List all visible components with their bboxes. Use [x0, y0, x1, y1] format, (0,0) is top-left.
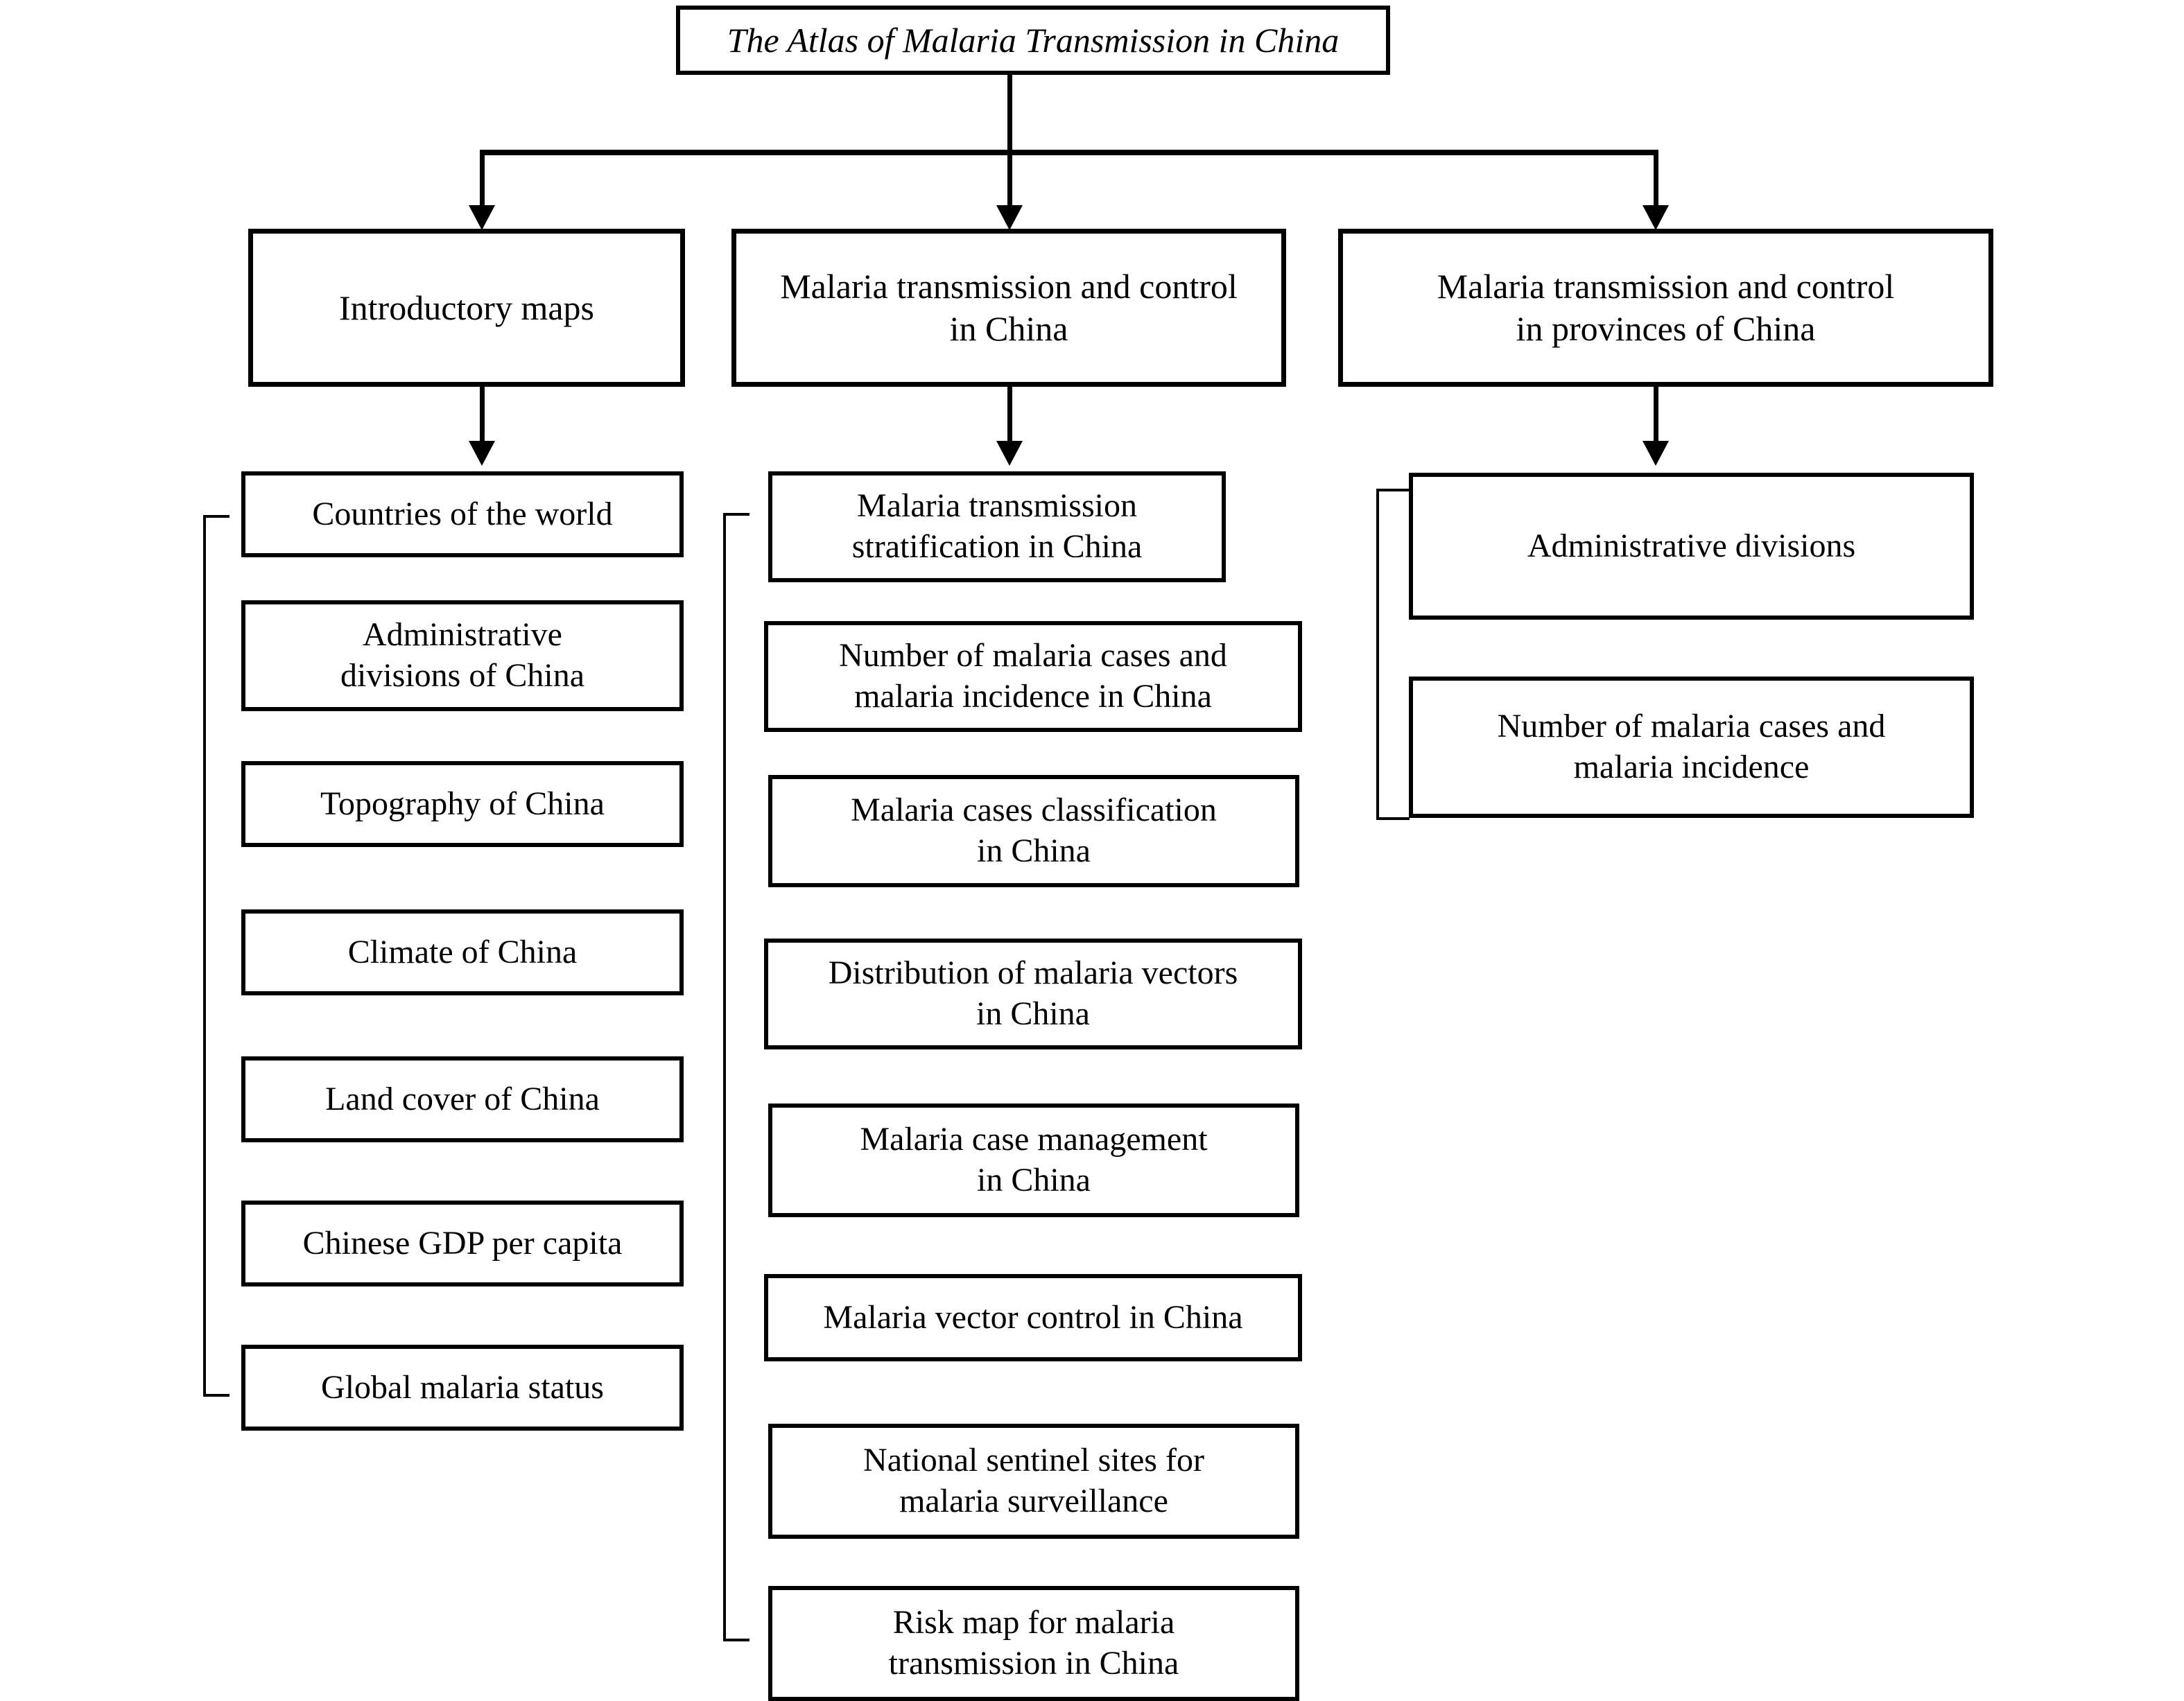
- connector-provinces-to-children: [1654, 387, 1658, 448]
- group-bracket-transmission-control-provinces: [1376, 489, 1410, 820]
- arrowhead-transmission-children: [996, 441, 1023, 466]
- connector-drop-branch-3: [1654, 150, 1658, 213]
- group-bracket-introductory-maps: [203, 515, 229, 1397]
- leaf-node-administrative-divisions[interactable]: Administrative divisions: [1409, 473, 1974, 620]
- connector-drop-branch-2: [1007, 150, 1012, 213]
- leaf-node-number-of-cases-and-incidence-china[interactable]: Number of malaria cases and malaria inci…: [764, 621, 1302, 732]
- leaf-node-malaria-transmission-stratification[interactable]: Malaria transmission stratification in C…: [768, 471, 1226, 582]
- arrowhead-branch-3: [1643, 205, 1669, 230]
- leaf-node-risk-map-for-malaria-transmission[interactable]: Risk map for malaria transmission in Chi…: [768, 1586, 1299, 1701]
- leaf-node-land-cover-of-china[interactable]: Land cover of China: [241, 1056, 684, 1142]
- connector-distribution-bar: [480, 150, 1658, 155]
- branch-node-introductory-maps[interactable]: Introductory maps: [248, 229, 685, 387]
- branch-node-malaria-transmission-control-provinces[interactable]: Malaria transmission and control in prov…: [1338, 229, 1993, 387]
- leaf-node-climate-of-china[interactable]: Climate of China: [241, 909, 684, 995]
- branch-node-malaria-transmission-control-china[interactable]: Malaria transmission and control in Chin…: [731, 229, 1286, 387]
- arrowhead-branch-2: [996, 205, 1023, 230]
- arrowhead-branch-1: [469, 205, 495, 230]
- leaf-node-malaria-vector-control[interactable]: Malaria vector control in China: [764, 1274, 1302, 1361]
- root-node-atlas-title: The Atlas of Malaria Transmission in Chi…: [676, 6, 1390, 75]
- connector-root-stem: [1007, 75, 1012, 155]
- group-bracket-transmission-control-china: [723, 513, 749, 1641]
- leaf-node-distribution-of-malaria-vectors[interactable]: Distribution of malaria vectors in China: [764, 939, 1302, 1049]
- leaf-node-number-of-cases-and-incidence-provinces[interactable]: Number of malaria cases and malaria inci…: [1409, 677, 1974, 818]
- leaf-node-administrative-divisions-of-china[interactable]: Administrative divisions of China: [241, 600, 684, 711]
- leaf-node-chinese-gdp-per-capita[interactable]: Chinese GDP per capita: [241, 1201, 684, 1286]
- connector-introductory-to-children: [480, 387, 485, 448]
- leaf-node-malaria-case-management[interactable]: Malaria case management in China: [768, 1104, 1299, 1217]
- arrowhead-introductory-children: [469, 441, 495, 466]
- leaf-node-national-sentinel-sites[interactable]: National sentinel sites for malaria surv…: [768, 1424, 1299, 1539]
- leaf-node-topography-of-china[interactable]: Topography of China: [241, 761, 684, 847]
- leaf-node-malaria-cases-classification[interactable]: Malaria cases classification in China: [768, 775, 1299, 887]
- connector-drop-branch-1: [480, 150, 485, 213]
- leaf-node-countries-of-the-world[interactable]: Countries of the world: [241, 471, 684, 557]
- connector-transmission-to-children: [1007, 387, 1012, 448]
- leaf-node-global-malaria-status[interactable]: Global malaria status: [241, 1345, 684, 1431]
- arrowhead-provinces-children: [1643, 441, 1669, 466]
